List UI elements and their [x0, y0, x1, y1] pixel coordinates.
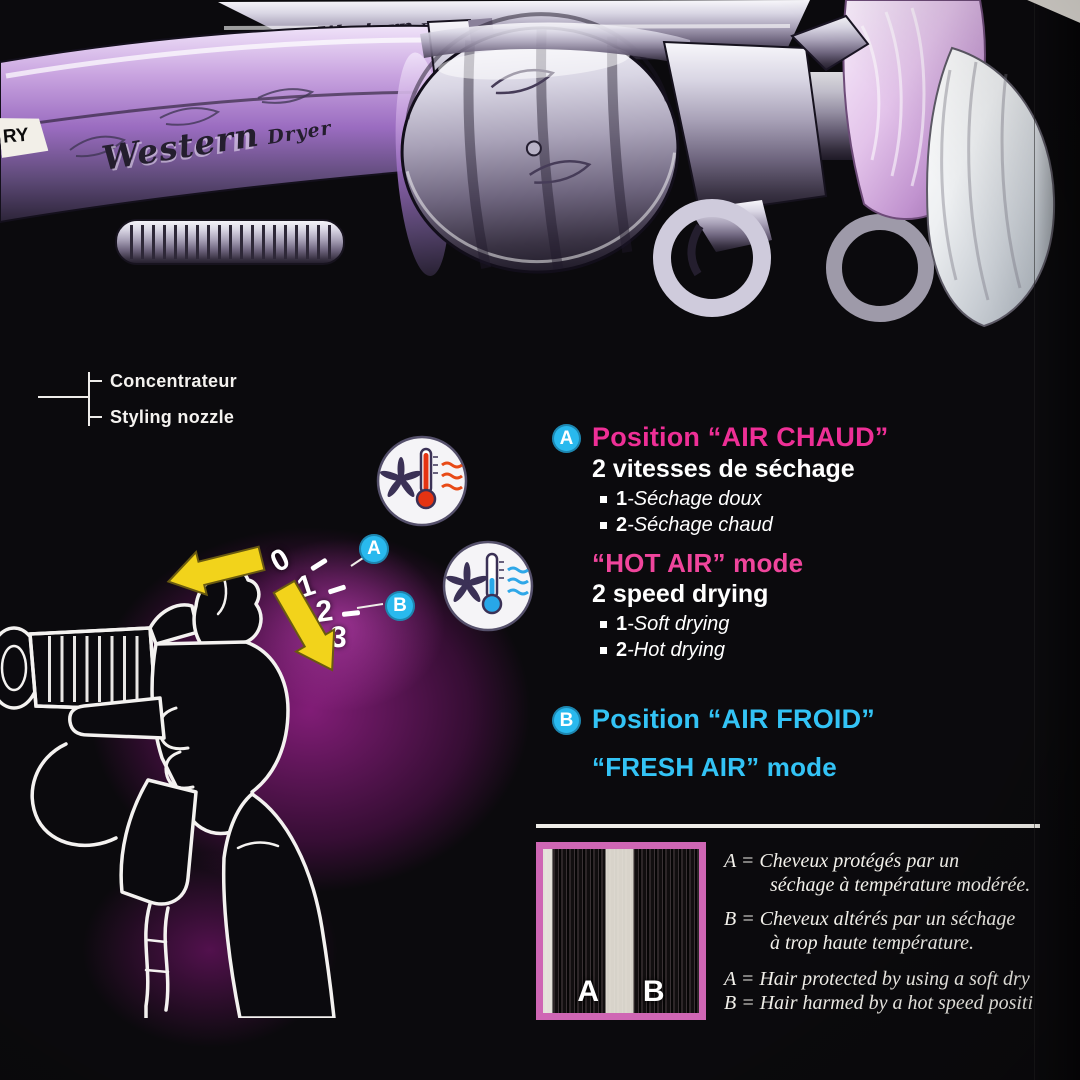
callout-bracket [88, 372, 90, 426]
section-b-badge: B [552, 706, 581, 735]
hair-label-b: B [642, 975, 665, 1008]
list-item: 2 -Séchage chaud [600, 514, 773, 537]
nozzle-label-en: Styling nozzle [110, 407, 235, 427]
callout-tick [88, 416, 102, 418]
caption-key: A = [724, 968, 755, 990]
hair-comparison-image: A B [536, 842, 706, 1020]
rotate-left-arrow-icon [162, 542, 268, 604]
section-a-title-en: “HOT AIR” mode [592, 548, 804, 578]
bullet-icon [600, 522, 607, 529]
hand-holding-dryer-illustration [0, 569, 336, 1018]
item-text: -Séchage chaud [627, 514, 773, 536]
bullet-icon [600, 621, 607, 628]
hair-caption-fr: A = Cheveux protégés par un séchage à te… [724, 850, 1080, 966]
nozzle-label-fr: Concentrateur [110, 371, 237, 391]
barrel-engraving-swirls [69, 88, 315, 158]
hammer [790, 14, 870, 72]
hair-label-a: A [577, 975, 599, 1008]
dial-rotation-arrows [162, 542, 384, 682]
white-grip-swirls [940, 61, 1022, 301]
box-edge-shadow [1034, 0, 1080, 1080]
caption-text: Cheveux protégés par un [759, 850, 960, 872]
bullet-icon [600, 647, 607, 654]
section-a-title-fr: Position “AIR CHAUD” [592, 422, 889, 452]
caption-text: à trop haute température. [770, 931, 975, 954]
section-a-subtitle-en: 2 speed drying [592, 580, 769, 608]
cool-waves-icon [507, 566, 529, 596]
hair-caption-en: A = Hair protected by using a soft dry B… [724, 968, 1080, 1015]
dial-marker-a-badge: A [359, 534, 389, 564]
thermometer-cold-icon [481, 552, 504, 615]
dial-marker-b-badge: B [385, 591, 415, 621]
item-text: -Séchage doux [627, 488, 762, 510]
front-trigger-guard [653, 199, 771, 317]
caption-key: B = [724, 908, 755, 931]
rear-trigger-guard [826, 214, 934, 322]
item-text: -Soft drying [627, 613, 730, 635]
callout-line [38, 396, 88, 398]
rotate-down-arrow-icon [264, 574, 353, 682]
caption-line: A = Cheveux protégés par un séchage à te… [724, 850, 1080, 897]
forearm [221, 792, 336, 1018]
divider-line [536, 824, 1040, 828]
list-item: 2 -Hot drying [600, 639, 725, 662]
list-item: 1 -Soft drying [600, 613, 729, 636]
item-number: 1 [616, 488, 628, 510]
cylinder [395, 12, 680, 276]
item-number: 2 [616, 639, 628, 661]
bullet-icon [600, 496, 607, 503]
caption-text: séchage à température modérée. [770, 873, 1031, 896]
caption-text: Hair protected by using a soft dry [759, 968, 1030, 990]
item-number: 1 [616, 613, 628, 635]
heat-waves-icon [441, 461, 463, 491]
cylinder-screw [525, 140, 542, 157]
caption-key: A = [724, 850, 755, 872]
marker-b-leader [356, 603, 384, 609]
hot-air-icon [376, 435, 468, 527]
illustrated-trigger-guard [30, 742, 118, 847]
lavender-grip-swirls [860, 7, 926, 187]
caption-text: Hair harmed by a hot speed positi [759, 991, 1034, 1014]
caption-line: B = Cheveux altérés par un séchage à tro… [724, 908, 1080, 955]
fan-icon [380, 457, 422, 498]
item-text: -Hot drying [627, 639, 725, 661]
fan-icon [446, 562, 488, 603]
index-finger [68, 696, 166, 740]
section-a-badge: A [552, 424, 581, 453]
cord [144, 902, 152, 1018]
section-b-title-fr: Position “AIR FROID” [592, 704, 875, 734]
list-item: 1 -Séchage doux [600, 488, 762, 511]
section-a-subtitle-fr: 2 vitesses de séchage [592, 455, 855, 483]
callout-tick [88, 380, 102, 382]
item-number: 2 [616, 514, 628, 536]
cold-air-icon [442, 540, 534, 632]
thermometer-hot-icon [415, 447, 438, 510]
trigger [687, 223, 704, 277]
caption-key: B = [724, 991, 755, 1014]
illustrated-grip [119, 778, 198, 906]
caption-text: Cheveux altérés par un séchage [759, 908, 1016, 931]
section-b-title-en: “FRESH AIR” mode [592, 752, 837, 782]
